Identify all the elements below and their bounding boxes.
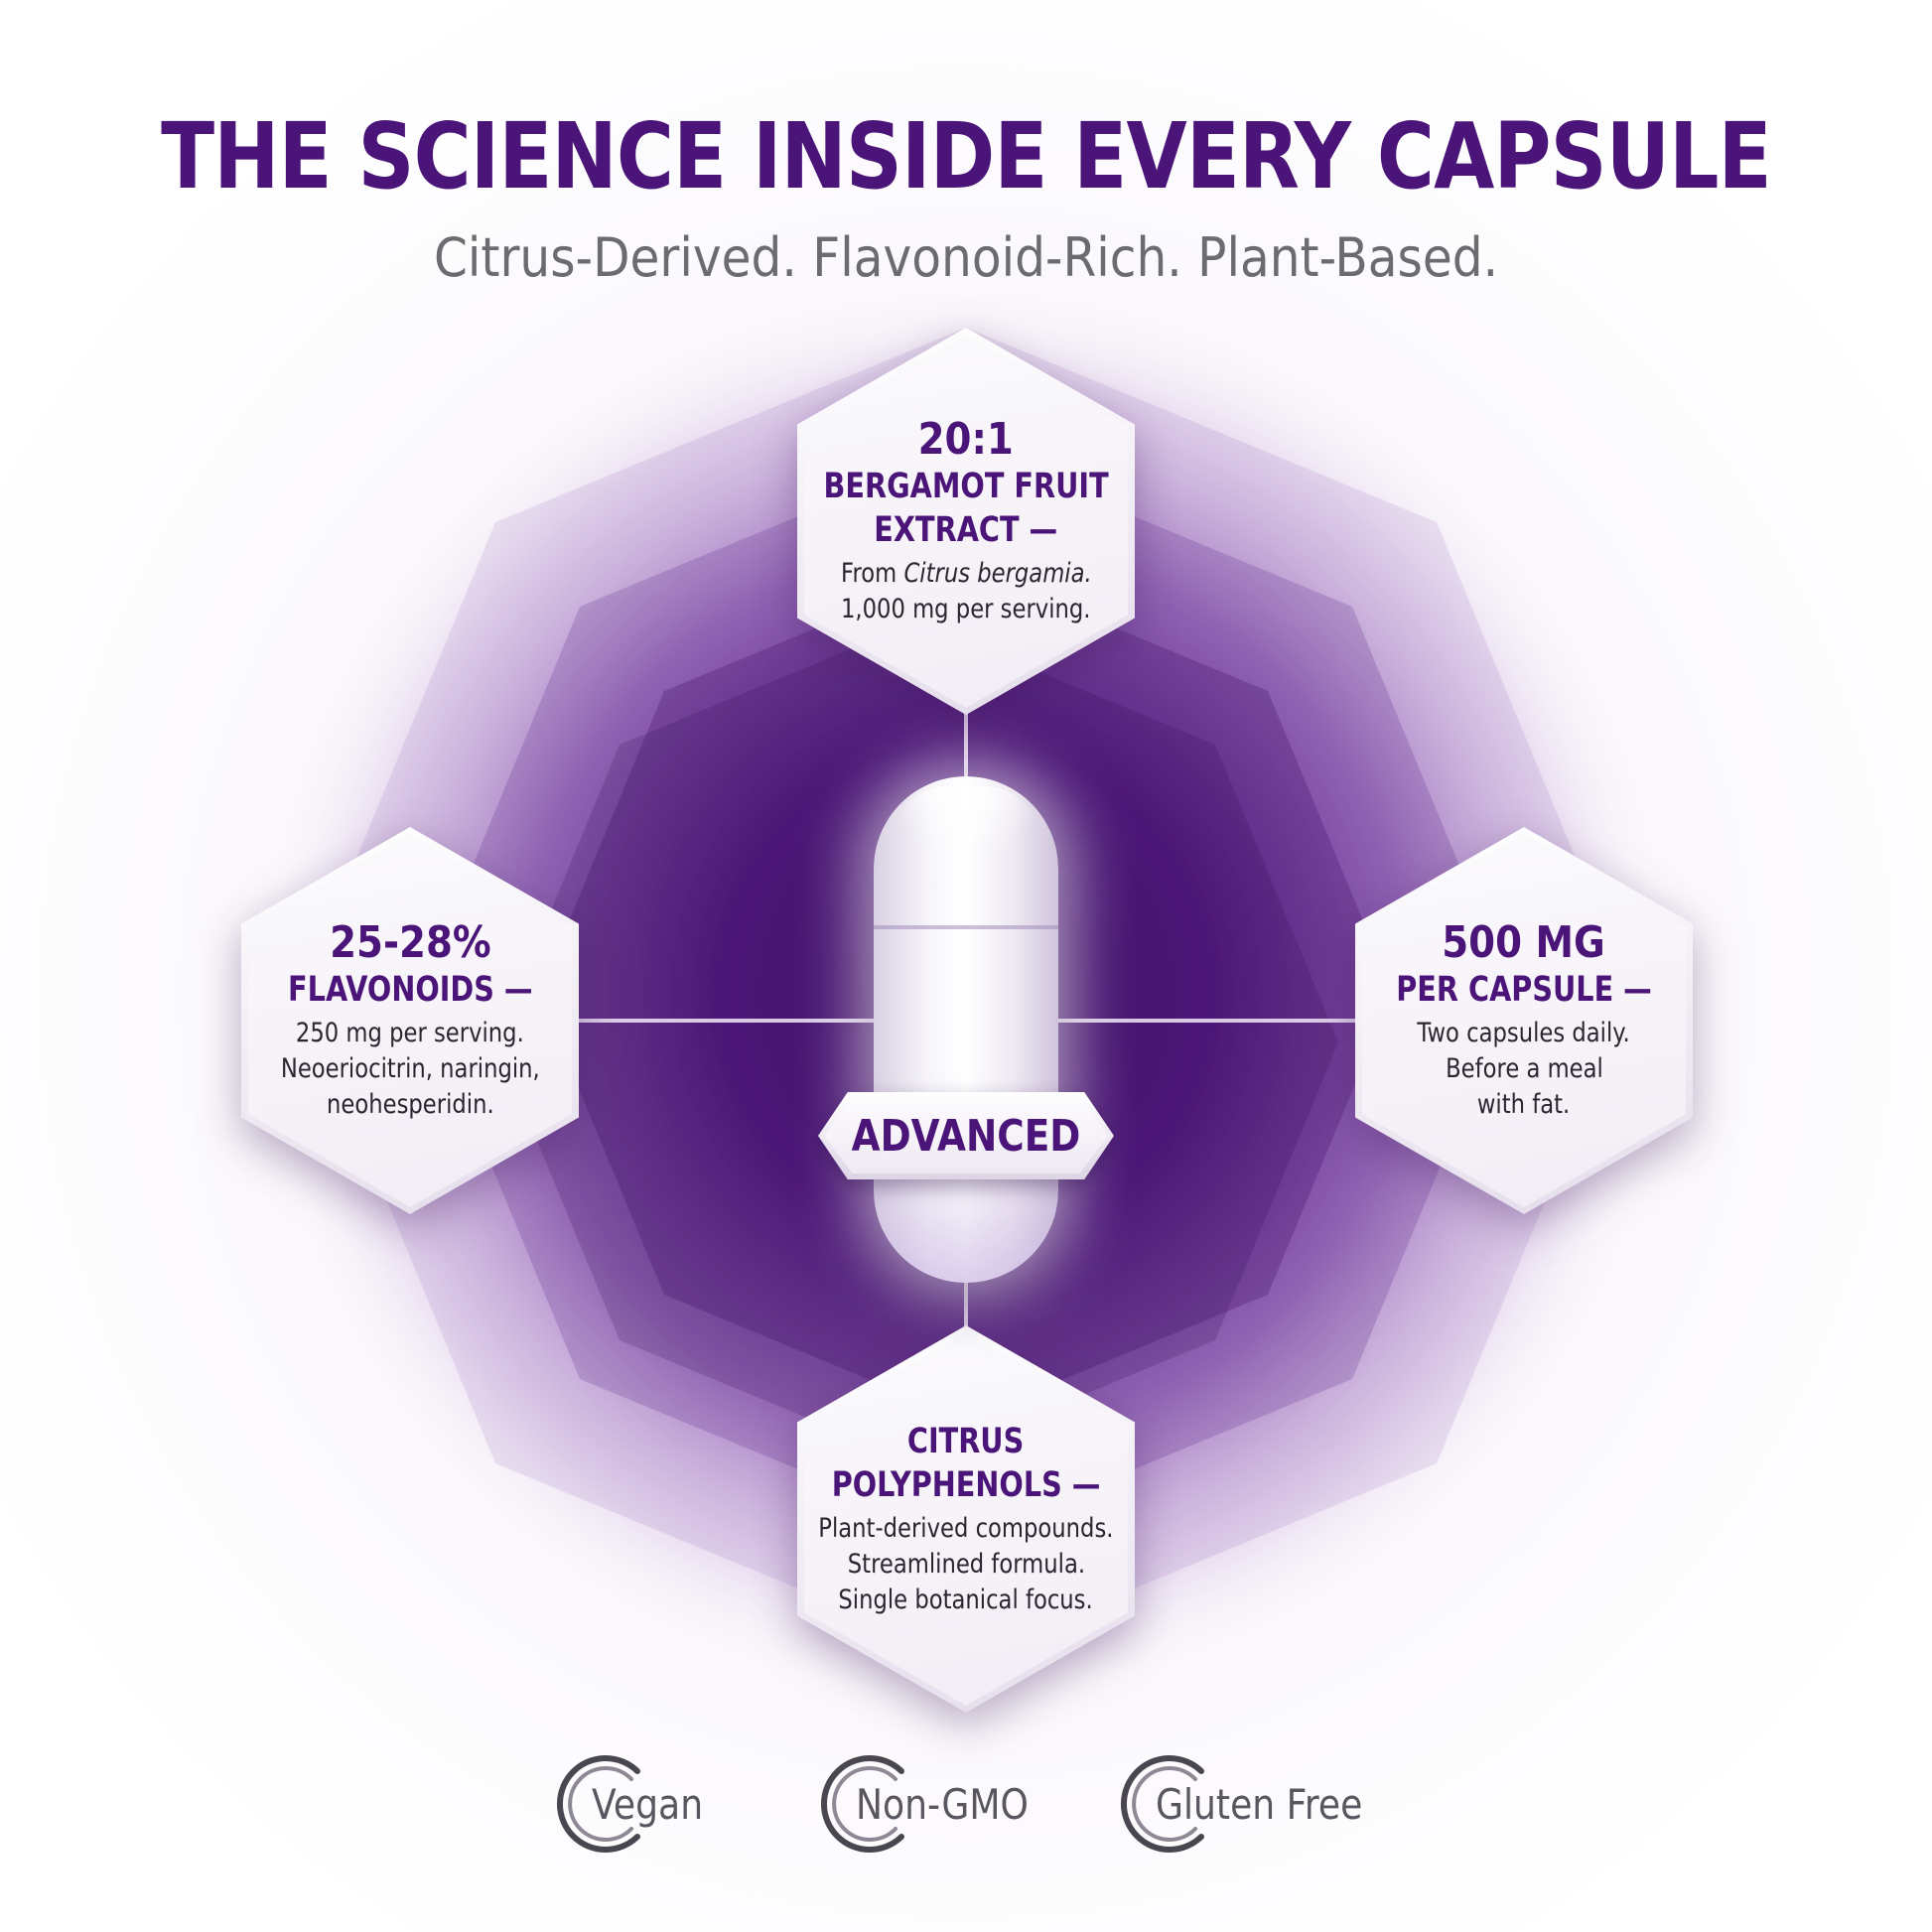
page-title: THE SCIENCE INSIDE EVERY CAPSULE [161,103,1772,209]
capsule-highlight [894,786,1038,856]
feature-description: Neoeriocitrin, naringin, [280,1053,540,1084]
feature-description: Plant-derived compounds. [818,1513,1114,1544]
badge-panel [824,1098,1108,1173]
feature-hex-dosage: 500 MG PER CAPSULE — Two capsules daily.… [1355,827,1693,1214]
feature-description: neohesperidin. [326,1089,494,1120]
feature-description: Streamlined formula. [847,1549,1085,1580]
feature-label: CITRUS [907,1422,1025,1461]
c-ring-icon [821,1755,904,1853]
feature-label: POLYPHENOLS — [831,1465,1101,1505]
cert-label: Vegan [592,1779,704,1829]
feature-description: Single botanical focus. [838,1585,1094,1615]
feature-headline: 25-28% [329,917,491,968]
feature-label: BERGAMOT FRUIT [823,467,1109,506]
feature-description: Before a meal [1445,1053,1603,1084]
cert-gluten-free: Gluten Free [1120,1749,1396,1859]
capsule-seam [874,925,1058,929]
capsule-image [874,776,1058,1283]
feature-hex-flavonoids: 25-28% FLAVONOIDS — 250 mg per serving. … [241,827,579,1214]
cert-vegan: Vegan [556,1749,721,1859]
c-ring-icon [1121,1755,1204,1853]
feature-description: Two capsules daily. [1417,1018,1631,1048]
cert-non-gmo: Non-GMO [820,1749,1056,1859]
feature-description: 250 mg per serving. [296,1018,524,1048]
feature-label: FLAVONOIDS — [287,970,533,1010]
desc-species: Citrus bergamia. [903,558,1092,589]
feature-description: with fat. [1477,1089,1571,1120]
badge-label: ADVANCED [851,1110,1081,1162]
cert-label: Gluten Free [1156,1779,1363,1829]
feature-headline: 20:1 [917,414,1015,465]
feature-description: 1,000 mg per serving. [841,594,1091,624]
page-subtitle: Citrus-Derived. Flavonoid-Rich. Plant-Ba… [433,226,1499,289]
feature-label: EXTRACT — [874,510,1058,550]
feature-hex-polyphenols: CITRUS POLYPHENOLS — Plant-derived compo… [797,1325,1135,1713]
feature-hex-bergamot: 20:1 BERGAMOT FRUIT EXTRACT — From Citru… [797,328,1135,715]
cert-label: Non-GMO [856,1779,1029,1829]
feature-label: PER CAPSULE — [1396,970,1652,1010]
c-ring-icon [557,1755,640,1853]
desc-text: From [840,558,904,589]
feature-headline: 500 MG [1442,917,1606,968]
feature-description: From Citrus bergamia. [841,556,1092,592]
advanced-badge: ADVANCED [818,1092,1114,1179]
